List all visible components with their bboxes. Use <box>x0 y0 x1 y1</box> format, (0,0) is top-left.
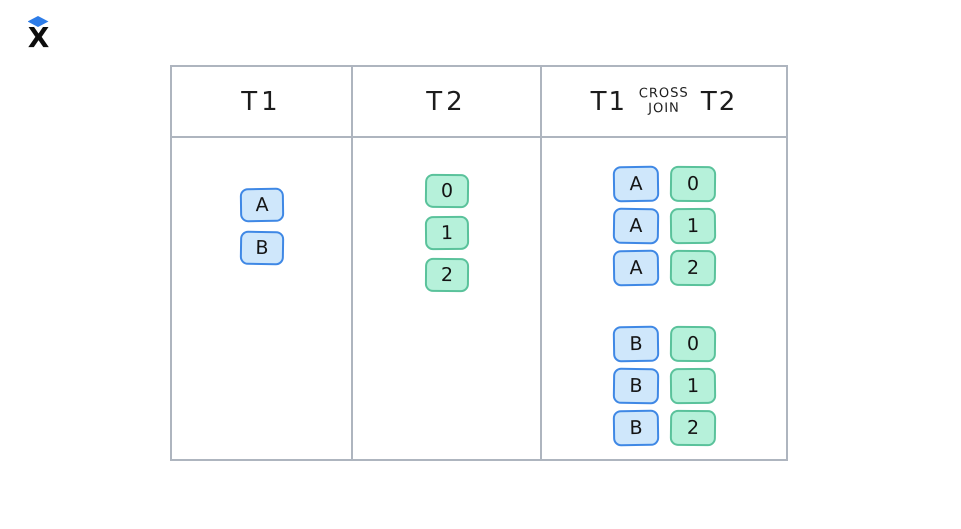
t2-cell-1: 1 <box>424 215 469 251</box>
cross-join-cells: A 0 A 1 A 2 B 0 <box>542 138 786 459</box>
pair-row: A 2 <box>612 249 716 287</box>
header-t1: T1 <box>172 67 351 138</box>
pair-letter-cell: B <box>612 325 659 363</box>
header-cross-join: T1 CROSS JOIN T2 <box>542 67 786 138</box>
pair-row: A 0 <box>612 165 716 203</box>
column-t1: T1 A B <box>172 67 353 459</box>
pair-row: B 1 <box>612 367 716 405</box>
column-cross-join: T1 CROSS JOIN T2 A 0 A 1 <box>542 67 786 459</box>
logo-letter: X <box>27 21 50 54</box>
header-cross-join-left: T1 <box>590 86 628 117</box>
header-t2: T2 <box>353 67 540 138</box>
pair-number-cell: 1 <box>669 207 716 245</box>
column-t2: T2 0 1 2 <box>353 67 542 459</box>
pair-group-a: A 0 A 1 A 2 <box>612 165 716 287</box>
diamond-icon <box>27 16 49 27</box>
t1-cell-a: A <box>239 187 284 223</box>
header-cross-join-right: T2 <box>700 86 738 117</box>
pair-row: A 1 <box>612 207 716 245</box>
t1-cell-b: B <box>239 230 284 266</box>
pair-number-cell: 0 <box>669 325 716 363</box>
pair-number-cell: 2 <box>669 249 716 287</box>
pair-letter-cell: B <box>612 367 659 405</box>
cross-join-diagram-table: T1 A B T2 0 1 2 T1 CROSS JOIN T2 <box>170 65 788 461</box>
t2-cells: 0 1 2 <box>353 138 540 459</box>
pair-number-cell: 1 <box>669 367 716 405</box>
pair-letter-cell: A <box>612 249 659 287</box>
pair-row: B 2 <box>612 409 716 447</box>
header-cross-join-keyword: CROSS JOIN <box>638 85 689 117</box>
header-cross-label: CROSS <box>638 85 689 101</box>
t1-cells: A B <box>172 138 351 459</box>
pair-row: B 0 <box>612 325 716 363</box>
t2-cell-2: 2 <box>424 257 469 293</box>
t2-cell-0: 0 <box>424 173 469 209</box>
pair-letter-cell: A <box>612 207 659 245</box>
pair-letter-cell: B <box>612 409 659 447</box>
header-join-label: JOIN <box>648 100 681 116</box>
pair-number-cell: 2 <box>669 409 716 447</box>
pair-number-cell: 0 <box>669 165 716 203</box>
brand-logo: X <box>25 16 51 52</box>
pair-group-b: B 0 B 1 B 2 <box>612 325 716 447</box>
pair-letter-cell: A <box>612 165 659 203</box>
